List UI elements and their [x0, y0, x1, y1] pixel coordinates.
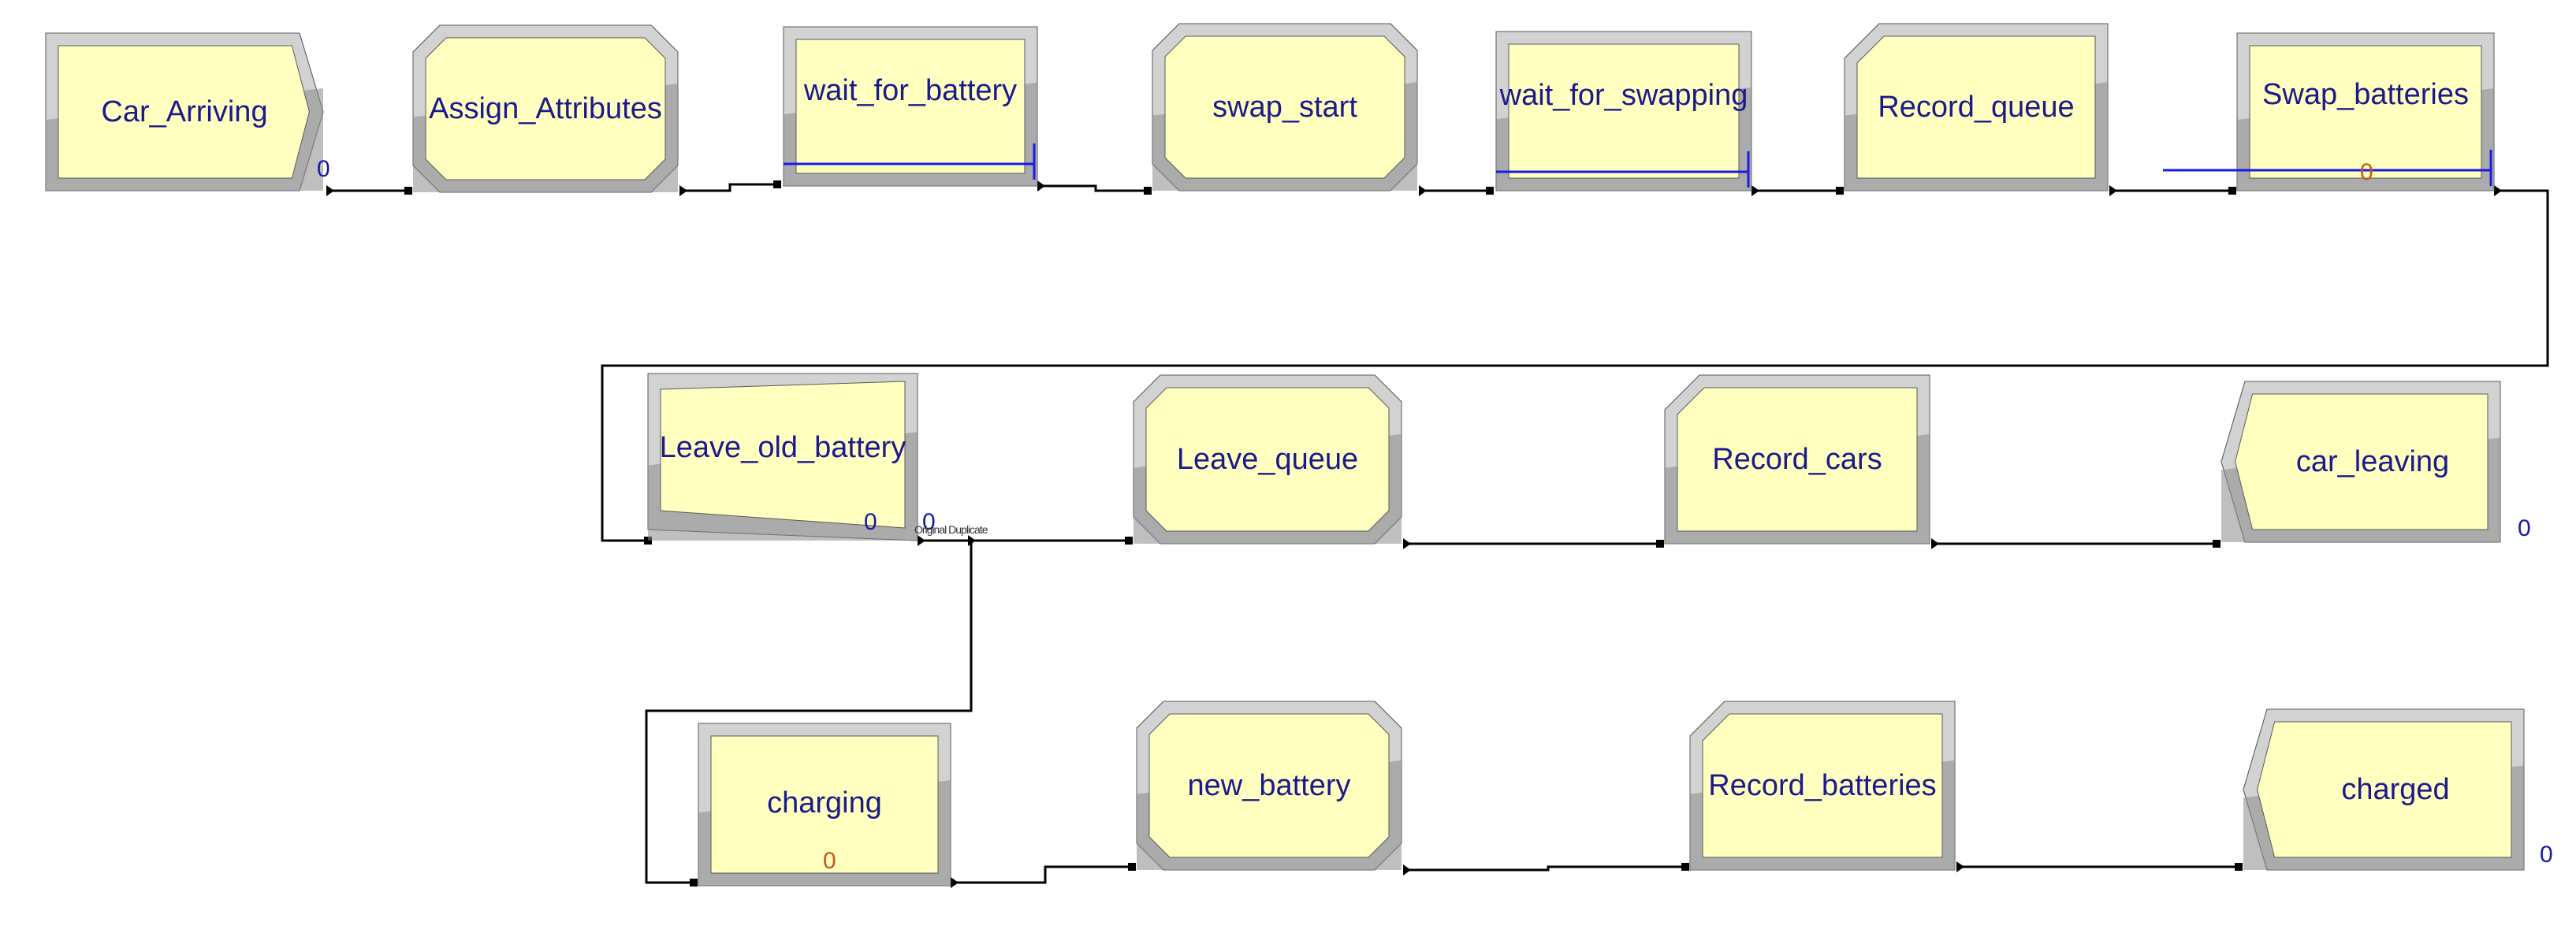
module-leave-queue[interactable]: Leave_queue [1133, 374, 1402, 545]
module-swap-batteries[interactable]: Swap_batteries [2163, 32, 2495, 191]
module-car-arriving[interactable]: Car_Arriving [45, 32, 324, 191]
module-assign-attributes[interactable]: Assign_Attributes [412, 24, 679, 193]
entity-counter: 0 [2518, 515, 2531, 541]
module-record-batteries[interactable]: Record_batteries [1689, 701, 1956, 871]
module-wait-for-swapping[interactable]: wait_for_swapping [1495, 31, 1752, 191]
module-car-leaving[interactable]: car_leaving [2220, 381, 2501, 543]
entity-counter: 0 [2540, 842, 2553, 868]
entity-counter: 0 [922, 509, 936, 535]
resource-counter: 0 [823, 848, 836, 874]
module-wait-for-battery[interactable]: wait_for_battery [783, 26, 1038, 187]
entity-counter: 0 [864, 509, 877, 535]
module-charging[interactable]: charging [698, 723, 951, 887]
module-charged[interactable]: charged [2243, 708, 2525, 871]
module-record-queue[interactable]: Record_queue [1844, 23, 2109, 191]
module-swap-start[interactable]: swap_start [1152, 23, 1418, 191]
separate-outputs-label: Original Duplicate [914, 523, 988, 536]
module-leave-old-battery[interactable]: Leave_old_battery [647, 373, 918, 541]
module-new-battery[interactable]: new_battery [1136, 701, 1402, 871]
resource-counter: 0 [2360, 159, 2373, 185]
entity-counter: 0 [317, 156, 330, 182]
module-record-cars[interactable]: Record_cars [1664, 374, 1930, 545]
